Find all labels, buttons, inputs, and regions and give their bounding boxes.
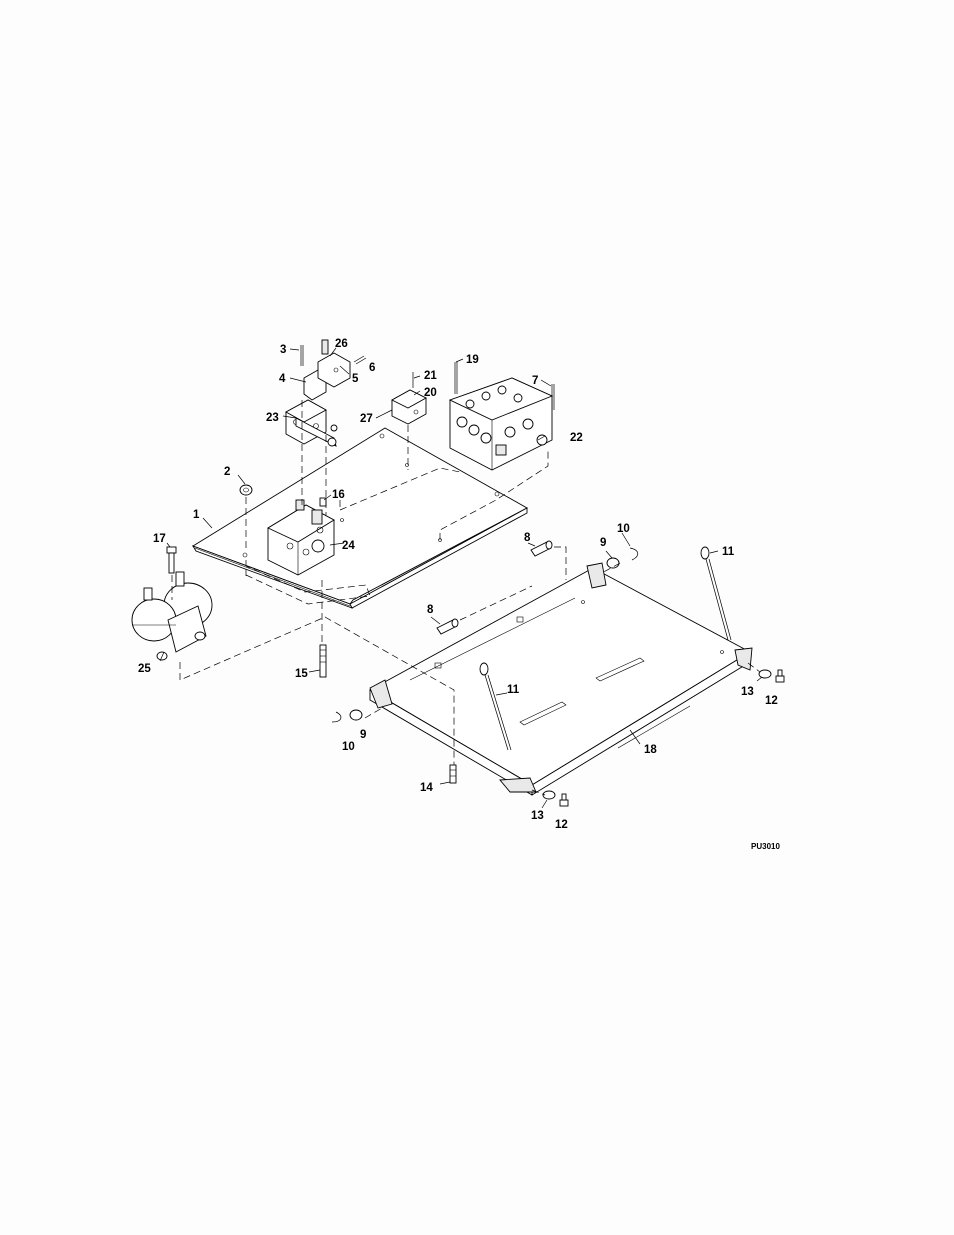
callout-11-right: 11 (722, 546, 735, 558)
callout-12-lower: 12 (555, 819, 568, 831)
manifold-23 (285, 399, 338, 447)
stud-15 (319, 644, 327, 678)
callout-8-lower: 8 (427, 604, 434, 616)
washer-13-right (758, 669, 772, 679)
callout-16: 16 (332, 489, 345, 501)
callout-labels: 1 2 3 4 5 6 7 8 8 9 9 10 10 11 11 12 12 … (138, 338, 778, 831)
control-valve-22 (448, 377, 554, 471)
pin-8-lower (436, 618, 459, 635)
callout-10-upper: 10 (617, 523, 630, 535)
accumulator-assembly-25 (131, 571, 213, 661)
callout-12-right: 12 (765, 695, 778, 707)
washer-9-upper (606, 557, 620, 569)
callout-11-left: 11 (507, 684, 520, 696)
block-27 (391, 389, 427, 425)
callout-6: 6 (369, 362, 375, 374)
callout-9-upper: 9 (600, 537, 606, 549)
valve-assembly-24 (267, 499, 335, 576)
callout-10-lower: 10 (342, 741, 355, 753)
callout-15: 15 (295, 668, 308, 680)
callout-4: 4 (279, 373, 286, 385)
callout-1: 1 (193, 509, 200, 521)
callout-18: 18 (644, 744, 657, 756)
callout-14: 14 (420, 782, 433, 794)
callout-13-lower: 13 (531, 810, 544, 822)
clip-10-upper (629, 547, 639, 561)
block-26 (317, 339, 351, 388)
callout-20: 20 (424, 387, 437, 399)
callout-24: 24 (342, 540, 355, 552)
callout-7: 7 (532, 375, 538, 387)
figure-id: PU3010 (751, 842, 780, 851)
callout-21: 21 (424, 370, 437, 382)
base-frame (369, 562, 753, 796)
bolt-17 (166, 546, 177, 574)
callout-3: 3 (280, 344, 286, 356)
callout-23: 23 (266, 412, 279, 424)
callout-22: 22 (570, 432, 583, 444)
cable-11-right (700, 546, 732, 641)
callout-9-lower: 9 (360, 729, 366, 741)
cable-11-left (479, 662, 512, 751)
washer-13-lower (542, 790, 556, 800)
washer-9-lower (349, 709, 363, 721)
bolt-12-lower (559, 793, 569, 807)
callout-26: 26 (335, 338, 348, 350)
callout-25: 25 (138, 663, 151, 675)
bolt-14 (449, 764, 457, 784)
pin-8-upper (530, 540, 553, 557)
callout-2: 2 (224, 466, 230, 478)
nut-2 (239, 484, 253, 496)
callout-17: 17 (153, 533, 166, 545)
callout-8-upper: 8 (524, 532, 531, 544)
callout-13-right: 13 (741, 686, 754, 698)
bolt-12-right (775, 669, 785, 683)
callout-27: 27 (360, 413, 373, 425)
clip-10-lower (331, 711, 342, 723)
callout-19: 19 (466, 354, 479, 366)
callout-5: 5 (352, 373, 359, 385)
